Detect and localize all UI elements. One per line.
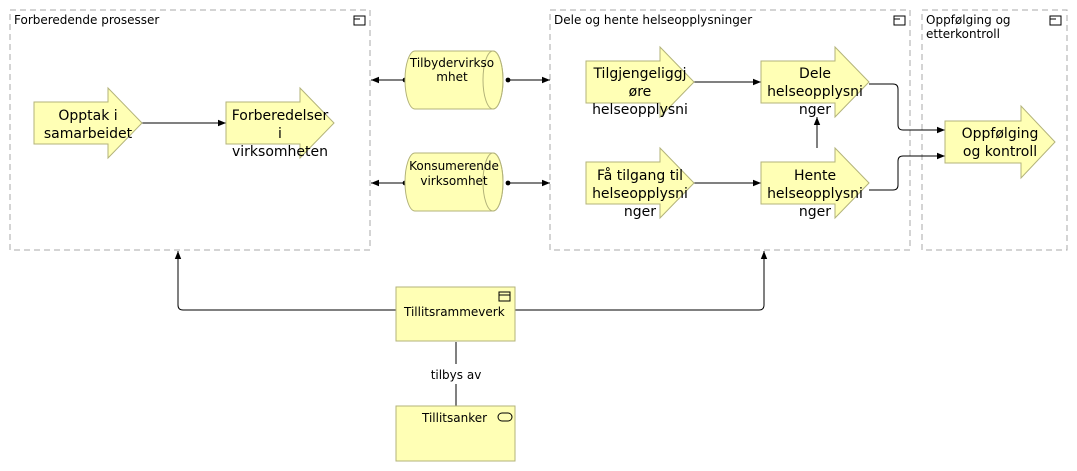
object-label: Tillitsrammeverk: [403, 305, 505, 319]
group-title-line1: Oppfølging og: [926, 13, 1011, 27]
role-label-line2: virksomhet: [420, 174, 488, 188]
process-hente-helseopplysninger[interactable]: Hente helseopplysni nger: [760, 146, 870, 220]
flow-dele-oppfolging[interactable]: [869, 83, 945, 134]
process-label-line1: Hente: [794, 168, 836, 184]
role-konsumerende-virksomhet[interactable]: Konsumerende virksomhet: [404, 152, 504, 212]
process-label-line2: øre: [629, 84, 652, 100]
group-dele-og-hente[interactable]: Dele og hente helseopplysninger: [549, 9, 911, 251]
group-title-line2: etterkontroll: [926, 27, 1000, 41]
process-label-line1: Opptak i: [58, 108, 117, 124]
process-label-line3: nger: [799, 102, 831, 118]
access-tillitsrammeverk-dele[interactable]: [515, 251, 768, 311]
process-label-line1: Dele: [799, 66, 831, 82]
process-label-line3: nger: [624, 204, 656, 220]
process-label-line3: virksomheten: [232, 144, 328, 160]
flow-hente-oppfolging[interactable]: [869, 152, 945, 191]
role-tilbydervirksomhet[interactable]: Tilbydervirkso mhet: [404, 50, 504, 110]
process-label-line3: nger: [799, 204, 831, 220]
process-label-line1: Få tilgang til: [597, 167, 683, 184]
process-label-line2: helseopplysni: [592, 186, 688, 202]
role-label-line2: mhet: [436, 70, 468, 84]
folder-icon: [1049, 15, 1062, 26]
access-tillitsrammeverk-forberedende[interactable]: [174, 251, 396, 311]
process-label-line2: helseopplysni: [767, 186, 863, 202]
process-tilgjengeliggjore-helseopplysninger[interactable]: Tilgjengeliggj øre helseopplysni: [585, 45, 695, 119]
process-forberedelser-i-virksomheten[interactable]: Forberedelser i virksomheten: [225, 86, 335, 160]
process-label-line1: Forberedelser: [232, 108, 329, 124]
connections: [142, 76, 945, 406]
folder-icon: [893, 15, 906, 26]
role-label-line1: Konsumerende: [409, 159, 499, 173]
process-opptak-i-samarbeidet[interactable]: Opptak i samarbeidet: [33, 86, 143, 160]
tilbys-av-label: tilbys av: [431, 368, 482, 382]
group-title: Dele og hente helseopplysninger: [554, 13, 752, 27]
process-label-line2: i: [278, 126, 282, 142]
process-label-line1: Oppfølging: [962, 126, 1039, 142]
process-label-line2: samarbeidet: [44, 126, 133, 142]
artifact-icon: [498, 291, 511, 302]
object-tillitsanker[interactable]: Tillitsanker: [395, 405, 516, 462]
folder-icon: [353, 15, 366, 26]
process-oppfolging-og-kontroll[interactable]: Oppfølging og kontroll: [944, 104, 1056, 180]
process-label-line2: og kontroll: [963, 144, 1037, 160]
group-forberedende-prosesser[interactable]: Forberedende prosesser: [9, 9, 371, 251]
process-label-line2: helseopplysni: [767, 84, 863, 100]
service-icon: [497, 412, 513, 422]
object-label: Tillitsanker: [421, 411, 487, 425]
process-label-line1: Tilgjengeliggj: [592, 66, 686, 82]
group-title: Forberedende prosesser: [14, 13, 159, 27]
object-tillitsrammeverk[interactable]: Tillitsrammeverk: [395, 286, 516, 342]
role-label-line1: Tilbydervirkso: [409, 56, 494, 70]
process-label-line3: helseopplysni: [592, 102, 688, 118]
process-faa-tilgang-til-helseopplysninger[interactable]: Få tilgang til helseopplysni nger: [585, 146, 695, 220]
process-dele-helseopplysninger[interactable]: Dele helseopplysni nger: [760, 45, 870, 119]
